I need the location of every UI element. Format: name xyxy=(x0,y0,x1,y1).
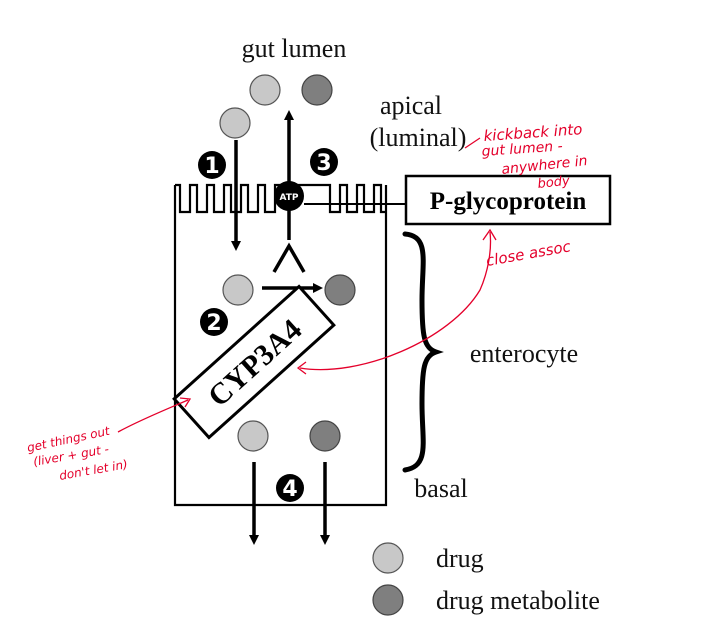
microvilli-border xyxy=(175,183,386,214)
annotation-arrow-get-out xyxy=(117,399,189,433)
basal-label: basal xyxy=(414,474,467,503)
step-2-badge xyxy=(200,308,228,336)
enterocyte-cell-outline xyxy=(173,185,388,507)
pgp-label: P-glycoprotein xyxy=(430,188,587,215)
pump-receptor xyxy=(272,242,306,273)
annotation-get-things-out: get things out (liver + gut - don't let … xyxy=(26,423,129,482)
metabolite-circle-basal xyxy=(309,420,341,452)
step-4-badge xyxy=(276,474,304,502)
step-3-badge xyxy=(310,148,338,176)
legend-metabolite-label: drug metabolite xyxy=(436,586,600,615)
drug-circle-basal xyxy=(237,420,269,452)
metabolite-circle-cell xyxy=(324,274,356,306)
drug-circle-lumen xyxy=(249,74,281,106)
legend-drug-swatch xyxy=(372,542,404,574)
gut-lumen-label: gut lumen xyxy=(242,34,347,63)
step-1-number: 1 xyxy=(204,154,219,179)
drug-circle-cell xyxy=(222,274,254,306)
annotation-close-assoc: close assoc xyxy=(485,237,573,270)
step-4-number: 4 xyxy=(282,477,297,502)
legend-drug-label: drug xyxy=(436,544,484,573)
luminal-label: (luminal) xyxy=(370,123,467,152)
enterocyte-label: enterocyte xyxy=(470,339,578,368)
step-1-badge xyxy=(198,151,226,179)
annotation-arrowhead-cyp xyxy=(296,361,307,375)
pgp-box xyxy=(404,174,612,226)
metabolite-circle-lumen xyxy=(301,74,333,106)
atp-label: ATP xyxy=(279,193,298,203)
step-2-number: 2 xyxy=(206,311,221,336)
drug-circle-entering xyxy=(219,107,251,139)
annotation-arrow-close-assoc xyxy=(299,231,492,371)
annotation-arrowhead-get-out xyxy=(179,397,192,408)
step-3-number: 3 xyxy=(316,151,331,176)
annotation-kickback-line4: body xyxy=(537,174,571,192)
cyp3a4-enzyme: CYP3A4 xyxy=(172,284,336,440)
atp-pump xyxy=(274,181,304,211)
apical-label: apical xyxy=(380,91,442,120)
enterocyte-brace xyxy=(402,231,444,473)
annotation-kickback-line2: gut lumen - xyxy=(481,138,563,160)
annotation-pointer-mark xyxy=(464,137,481,149)
annotation-arrowhead-pgp xyxy=(482,228,497,241)
legend-metabolite-swatch xyxy=(372,584,404,616)
